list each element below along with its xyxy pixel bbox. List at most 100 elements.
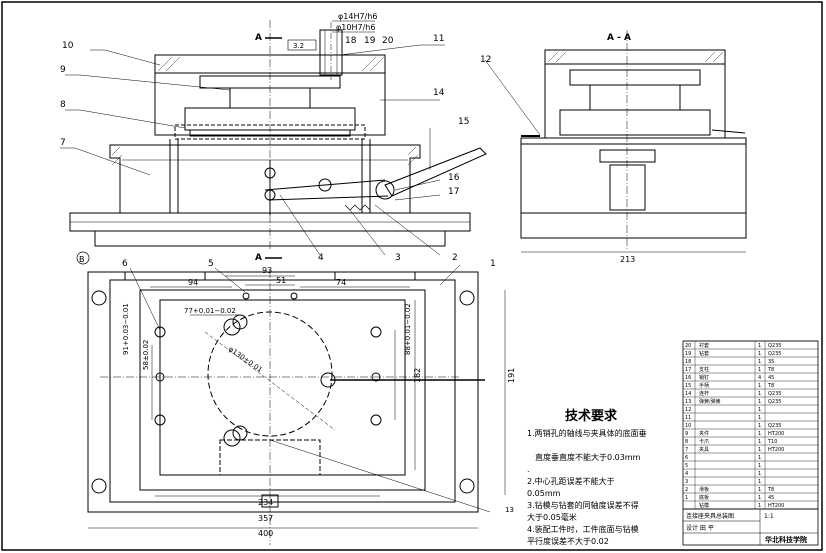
bom-cell-qty: 1 [758, 391, 761, 397]
roughness-label: 3.2 [293, 42, 304, 50]
bom-cell-no: 10 [685, 423, 691, 429]
bom-cell-no: 13 [685, 399, 691, 405]
bom-cell-no: 7 [685, 447, 688, 453]
bom-cell-no: 20 [685, 343, 691, 349]
tech-line-3: . [527, 465, 530, 474]
part-label-15: 15 [458, 117, 469, 127]
dim-58: 58±0.02 [142, 340, 150, 370]
tech-line-9: 平行度误差不大于0.02 [527, 536, 609, 546]
view-marker-label: B [79, 255, 85, 264]
bom-cell-name: 底板 [699, 494, 709, 501]
bom-cell-name: 衬套 [699, 342, 709, 349]
part-label-13: 13 [505, 506, 514, 514]
scale-value: 1:1 [764, 513, 774, 520]
bom-cell-name: 支柱 [699, 366, 709, 373]
bom-cell-name: 销钉 [699, 374, 709, 381]
bom-cell-no: 6 [685, 455, 688, 461]
drawing-name: 连接座夹具总装图 [686, 512, 734, 520]
bom-cell-qty: 1 [758, 407, 761, 413]
plan-view [87, 270, 485, 545]
bom-cell-mat: Q235 [768, 399, 781, 405]
dim-213: 213 [620, 255, 635, 264]
bom-cell-mat: HT200 [768, 431, 784, 437]
bom-cell-mat: T8 [767, 383, 774, 389]
fit-label-second: φ10H7/h6 [336, 23, 375, 32]
school-name: 华北科技学院 [765, 535, 807, 544]
front-view [69, 20, 487, 250]
bom-cell-qty: 1 [758, 463, 761, 469]
bom-cell-no: 18 [685, 359, 691, 365]
part-label-8: 8 [60, 100, 66, 110]
dim-74: 74 [336, 278, 346, 287]
bom-cell-mat: 45 [768, 495, 774, 501]
bom-cell-qty: 1 [758, 447, 761, 453]
tech-line-8: 4.装配工件时，工件底面与钻模 [527, 524, 639, 534]
dim-88: 88+0.01−0.02 [404, 303, 412, 355]
bom-cell-no: 17 [685, 367, 691, 373]
bom-cell-no: 19 [685, 351, 691, 357]
bom-cell-qty: 1 [758, 415, 761, 421]
bom-cell-qty: 1 [758, 351, 761, 357]
bom-cell-qty: 1 [758, 399, 761, 405]
bom-cell-no: 11 [685, 415, 691, 421]
bom-cell-qty: 1 [758, 487, 761, 493]
bom-cell-no: 12 [685, 407, 691, 413]
bom-cell-qty: 1 [758, 431, 761, 437]
bom-cell-no: 9 [685, 431, 688, 437]
bom-cell-qty: 1 [758, 423, 761, 429]
bom-cell-mat: Q235 [768, 423, 781, 429]
part-label-6: 6 [122, 259, 128, 269]
section-mark-a-top: A [255, 33, 262, 43]
bom-cell-qty: 1 [758, 471, 761, 477]
bom-cell-mat: HT200 [768, 447, 784, 453]
dim-77: 77+0.01−0.02 [184, 307, 236, 315]
dim-93: 93 [262, 266, 272, 275]
part-label-2: 2 [452, 253, 458, 263]
part-balloons [60, 44, 541, 513]
dim-400: 400 [258, 529, 273, 538]
tech-line-6: 3.钻模与钻套的同轴度误差不得 [527, 500, 639, 510]
bom-cell-no: 5 [685, 463, 688, 469]
part-label-5: 5 [208, 259, 214, 269]
part-label-18: 18 [345, 36, 357, 46]
tech-line-2: 直度垂直度不能大于0.03mm [535, 452, 641, 462]
bom-cell-mat: Q235 [768, 343, 781, 349]
bom-cell-name: 卡爪 [699, 438, 709, 445]
bom-cell-mat: Q235 [768, 391, 781, 397]
fit-annotations: 3.2 φ14H7/h6 φ10H7/h6 [287, 12, 377, 51]
part-label-3: 3 [395, 253, 401, 263]
bom-cell-qty: 1 [758, 359, 761, 365]
bom-cell-no: 14 [685, 391, 691, 397]
part-number-labels: 10 9 8 7 11 18 19 20 14 15 16 17 12 4 3 … [60, 34, 514, 514]
tech-line-4: 2.中心孔距误差不能大于 [527, 476, 615, 486]
bom-cell-qty: 1 [758, 367, 761, 373]
bom-cell-no: 4 [685, 471, 688, 477]
bom-cell-qty: 1 [758, 343, 761, 349]
part-label-17: 17 [448, 187, 459, 197]
bom-cell-name: 夹件 [699, 430, 709, 437]
plan-dimension-lines [88, 275, 506, 529]
dim-357: 357 [258, 514, 273, 523]
dim-234: 234 [258, 498, 273, 507]
bom-cell-name: 滑板 [699, 486, 709, 493]
bom-cell-no: 2 [685, 487, 688, 493]
bom-cell-name: 钻套 [699, 350, 709, 357]
bom-cell-qty: 1 [758, 383, 761, 389]
dim-51: 51 [276, 276, 286, 285]
part-label-7: 7 [60, 138, 66, 148]
bom-cell-name: 夹具 [699, 446, 709, 453]
view-marker: B [76, 251, 90, 265]
bom-cell-no: 1 [685, 495, 688, 501]
designer: 设计 田 平 [686, 524, 714, 532]
bom-cell-mat: 35 [768, 359, 774, 365]
dim-182: 182 [413, 368, 422, 383]
bom-cell-mat: Q235 [768, 351, 781, 357]
part-label-19: 19 [364, 36, 376, 46]
bom-cell-qty: 1 [758, 503, 761, 509]
bom-cell-mat: T10 [767, 439, 777, 445]
part-label-12: 12 [480, 55, 491, 65]
title-block: 连接座夹具总装图 1:1 设计 田 平 华北科技学院 [682, 508, 819, 546]
